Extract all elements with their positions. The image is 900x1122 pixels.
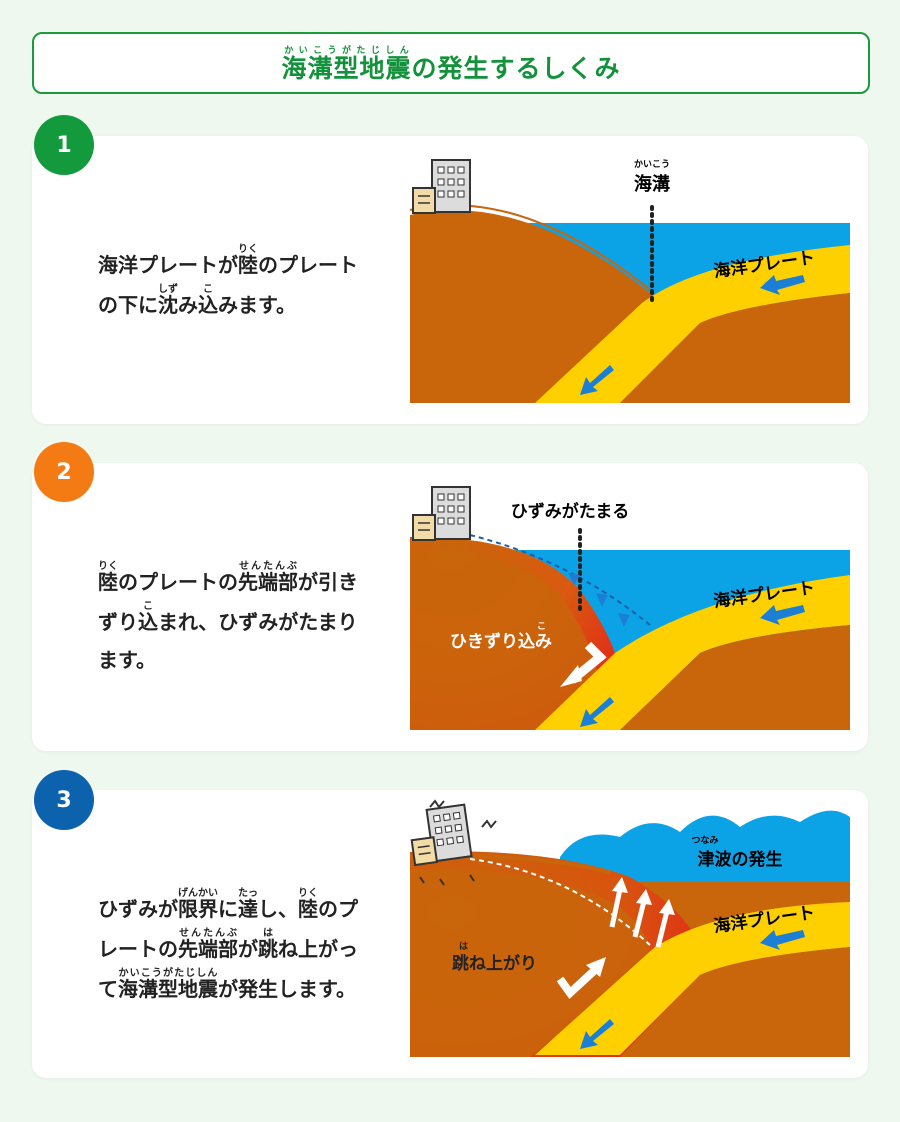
step-2-description: 陸りくのプレートの先端部せんたんぶが引き ずり込こまれ、ひずみがたまり ます。 [98,561,418,679]
building-icon [412,159,471,214]
step-3-line-2: レートの先端部せんたんぶが跳はね上がっ [98,928,358,961]
mantle [410,947,850,1057]
shake-mark-icon [429,799,445,809]
plate-direction-arrow [760,605,805,625]
step-2-line-1: 陸りくのプレートの先端部せんたんぶが引き [98,561,358,594]
drag-label: ひきずり込み [450,632,552,652]
step-2-line-2: ずり込こまれ、ひずみがたまり [98,601,358,634]
step-badge-1: 1 [34,115,94,175]
diagram-step-2: ひずみがたまる 海洋プレート ひきずり込み こ [410,486,850,730]
step-1-line-1: 海洋プレートが陸りくのプレート [98,244,358,277]
mantle [410,293,850,403]
diagram-step-1: 海溝 かいこう 海洋プレート [409,159,850,403]
rebound-arrow [556,966,599,1000]
trench-label: 海溝 [634,173,670,195]
step-badge-2: 2 [34,442,94,502]
plate-direction-arrow [760,930,805,950]
subduction-arrow [580,697,614,727]
rebound-arrows [609,877,675,948]
shake-lines-icon [419,874,475,886]
tsunami-ruby: つなみ [691,835,718,846]
subduction-arrow [580,365,614,395]
plate-direction-arrow [760,275,805,295]
step-3-line-1: ひずみが限界げんかいに達たっし、陸りくのプ [98,888,358,921]
trench-ruby: かいこう [634,159,670,170]
step-3-line-3: て海溝型地震かいこうがたじしんが発生します。 [98,968,356,1001]
strain-arrow-1 [568,573,580,585]
rebound-ruby: は [459,941,468,952]
strain-arrow-3 [618,613,630,627]
title-box: 海溝型地震かいこうがたじしんの発生するしくみ [32,32,870,94]
step-1-description: 海洋プレートが陸りくのプレート の下に沈しずみ込こみます。 [98,244,418,324]
step-1-line-2: の下に沈しずみ込こみます。 [98,284,296,317]
original-plate-outline [469,534,651,626]
step-2-line-3: ます。 [98,648,156,672]
step-badge-3: 3 [34,770,94,830]
step-3-description: ひずみが限界げんかいに達たっし、陸りくのプ レートの先端部せんたんぶが跳はね上が… [98,888,418,1008]
tsunami-label: 津波の発生 [698,849,783,870]
drag-arrow [569,641,607,684]
shake-mark-icon [481,819,497,829]
diagram-step-3: 津波の発生 つなみ 海洋プレート 跳ね上がり は [409,799,850,1057]
rebound-label: 跳ね上がり [452,953,537,974]
page-title: 海溝型地震かいこうがたじしんの発生するしくみ [281,46,621,83]
strain-release-line [469,858,651,946]
building-icon [412,486,471,541]
subduction-arrow [580,1019,614,1049]
mantle [410,625,850,730]
shaking-building-icon [410,803,473,867]
drag-label-ruby: こ [537,621,546,632]
strain-label: ひずみがたまる [511,501,630,522]
strain-arrow-2 [596,593,608,607]
